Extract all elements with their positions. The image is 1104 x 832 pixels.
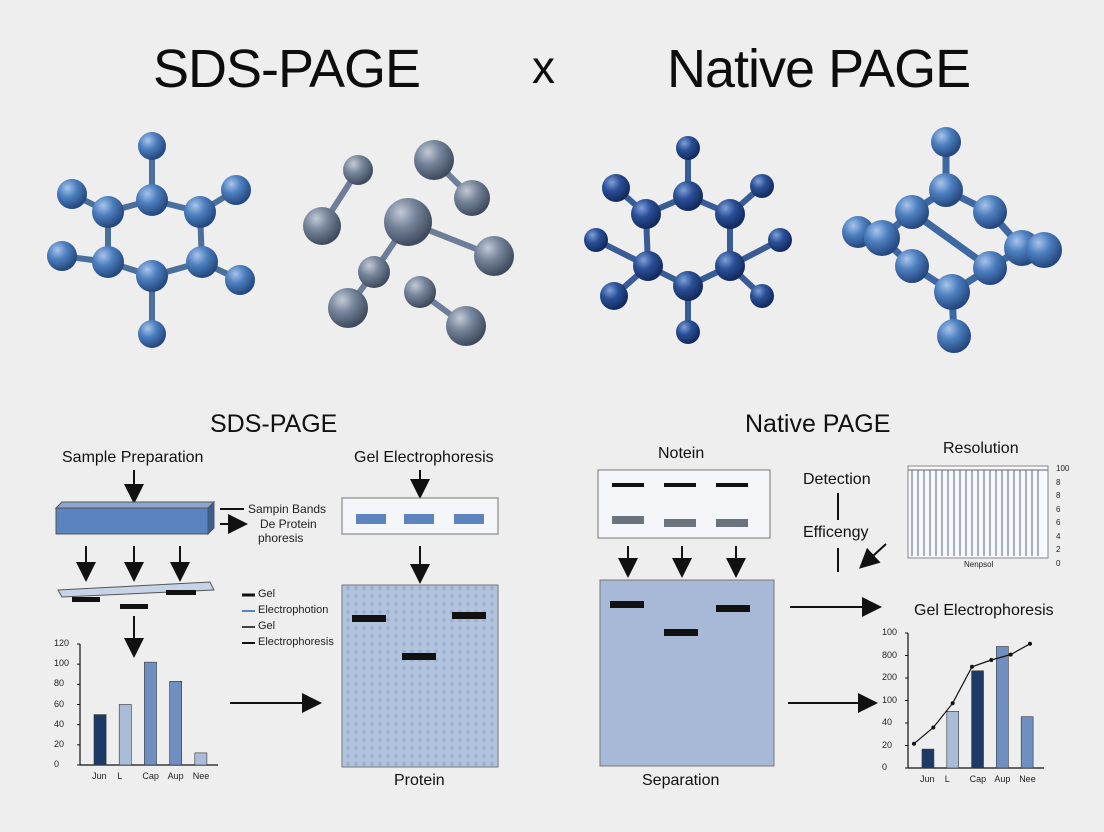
sample-preparation-label: Sample Preparation — [62, 449, 204, 466]
right-gel — [599, 579, 775, 767]
trend-point — [1028, 641, 1032, 646]
trend-point — [950, 701, 955, 706]
bar-L — [118, 704, 132, 766]
resolution-axis-label: Nenpsol — [964, 560, 994, 569]
bar-Jun — [921, 748, 935, 769]
y-tick-label-1: 0 — [54, 759, 60, 769]
right-title: Native PAGE — [667, 39, 971, 99]
trend-point — [912, 741, 916, 746]
right-gel-electrophoresis-label: Gel Electrophoresis — [914, 602, 1054, 619]
legend-item-3: Gel — [258, 620, 276, 632]
resolution-tick-label: 2 — [1056, 545, 1061, 554]
trend-point — [970, 664, 974, 669]
right-gel-caption: Separation — [642, 772, 720, 789]
trend-point — [989, 658, 994, 662]
resolution-label: Resolution — [943, 440, 1019, 457]
x-tick-label-2: Aup — [994, 774, 1011, 784]
legend-item-1: Gel — [258, 588, 276, 600]
y-tick-label-1: 120 — [54, 638, 70, 648]
y-tick-label-1: 20 — [54, 738, 65, 749]
gel-slab — [54, 500, 216, 536]
x-tick-label-1: Nee — [192, 771, 210, 781]
y-tick-label-1: 40 — [54, 718, 65, 729]
x-tick-label-1: Cap — [142, 771, 159, 781]
right-bar-chart — [905, 632, 1044, 769]
bar-Jun — [93, 714, 107, 766]
efficiency-label: Efficengy — [803, 524, 869, 541]
resolution-tick-label: 0 — [1056, 558, 1061, 568]
legend-item-4: Electrophoresis — [258, 636, 334, 648]
left-schematic — [76, 470, 430, 713]
bar-Cap — [144, 661, 157, 766]
molecule-3-atoms — [584, 136, 792, 344]
y-tick-label-2: 40 — [882, 717, 893, 727]
detection-label: Detection — [803, 471, 871, 488]
side-label-1: Sampin Bands — [248, 502, 327, 516]
left-heading: SDS-PAGE — [210, 410, 338, 438]
y-tick-label-2: 100 — [882, 627, 898, 637]
y-tick-label-1: 100 — [54, 658, 70, 669]
left-title: SDS-PAGE — [153, 39, 421, 99]
bar-L — [946, 710, 960, 769]
x-tick-label-2: Cap — [969, 774, 987, 784]
separator-x: x — [532, 41, 555, 93]
left-bar-chart — [77, 643, 218, 766]
trend-point — [931, 725, 936, 730]
left-gel — [341, 584, 499, 768]
molecule-4-atoms — [842, 127, 1062, 353]
notein-box — [597, 469, 771, 539]
gel-strip — [341, 497, 499, 535]
resolution-tick-label: 6 — [1056, 504, 1061, 514]
x-tick-label-2: Jun — [920, 774, 935, 784]
x-tick-label-2: Nee — [1019, 774, 1036, 784]
x-tick-label-1: Jun — [92, 771, 107, 781]
x-tick-label-1: L — [117, 771, 123, 781]
molecule-2-atoms — [303, 140, 514, 346]
y-tick-label-2: 0 — [882, 762, 888, 772]
resolution-tick-label: 100 — [1056, 464, 1070, 473]
y-tick-label-1: 80 — [54, 678, 65, 689]
thin-plate — [57, 581, 215, 609]
x-tick-label-2: L — [944, 774, 950, 784]
legend-item-2: Electrophotion — [258, 604, 329, 616]
bar-Cap — [971, 670, 984, 769]
resolution-tick-label: 4 — [1056, 531, 1061, 541]
resolution-tick-label: 8 — [1056, 477, 1061, 487]
left-gel-caption: Protein — [394, 772, 445, 789]
left-gel-electrophoresis-label: Gel Electrophoresis — [354, 449, 494, 466]
resolution-chart — [907, 465, 1049, 559]
right-heading: Native PAGE — [745, 410, 891, 438]
y-tick-label-1: 60 — [54, 698, 65, 709]
right-arrows — [618, 493, 887, 713]
y-tick-label-2: 200 — [882, 672, 898, 682]
trend-point — [1008, 652, 1013, 657]
notein-label: Notein — [658, 445, 705, 462]
x-tick-label-1: Aup — [167, 771, 184, 781]
y-tick-label-2: 800 — [882, 649, 898, 660]
resolution-tick-label: 8 — [1056, 491, 1061, 500]
y-tick-label-2: 20 — [882, 739, 893, 750]
bar-Nee — [194, 752, 208, 766]
bar-Nee — [1020, 716, 1034, 769]
bar-Aup — [169, 681, 182, 766]
bar-Aup — [996, 646, 1009, 769]
side-label-2: De Protein — [260, 517, 317, 531]
molecule-1-atoms — [47, 132, 255, 348]
legend-lines — [242, 593, 255, 644]
y-tick-label-2: 100 — [882, 694, 898, 705]
molecule-1 — [61, 146, 242, 334]
side-label-3: phoresis — [258, 531, 304, 545]
resolution-tick-label: 6 — [1056, 518, 1061, 527]
